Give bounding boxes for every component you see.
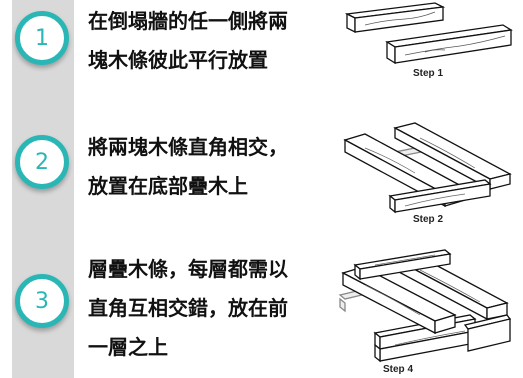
step-1-number: 1	[35, 25, 49, 51]
step-3-text: 層疊木條，每層都需以 直角互相交錯，放在前 一層之上	[88, 257, 288, 359]
step-3-number: 3	[35, 288, 49, 314]
step-1-crib-illustration: Step 1	[344, 2, 513, 79]
step-2-number-circle: 2	[15, 135, 69, 189]
step-1-caption: Step 1	[413, 68, 443, 79]
step-4-crib-illustration: Step 4	[338, 249, 512, 375]
step-1-text: 在倒塌牆的任一側將兩 塊木條彼此平行放置	[88, 9, 288, 72]
step-2-crib-illustration: Step 2	[343, 122, 512, 225]
step-2-number: 2	[35, 149, 49, 175]
step-4-caption: Step 4	[383, 364, 413, 375]
step-3-number-circle: 3	[15, 274, 69, 328]
step-2-text: 將兩塊木條直角相交， 放置在底部疊木上	[88, 135, 288, 198]
step-1-number-circle: 1	[15, 11, 69, 65]
step-2-caption: Step 2	[413, 214, 443, 225]
